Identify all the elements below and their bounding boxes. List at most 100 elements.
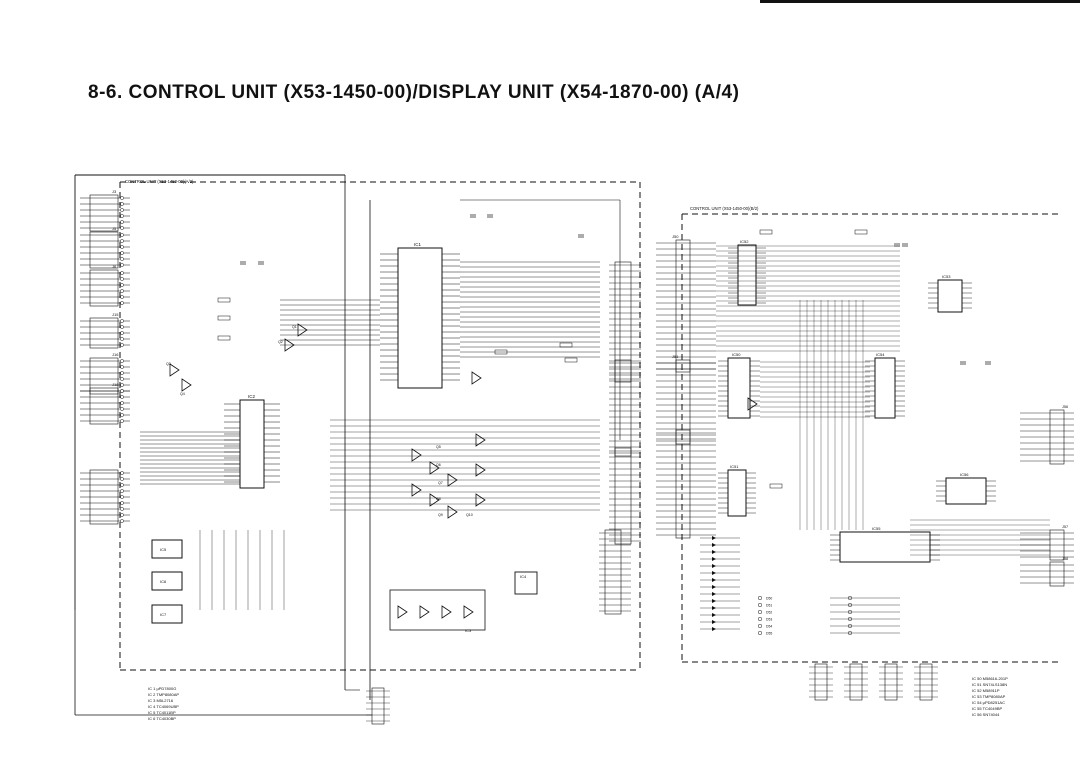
connector-label: J57 bbox=[1062, 525, 1068, 529]
connector-label: J18 bbox=[112, 382, 119, 387]
pin-node bbox=[120, 337, 124, 341]
led-symbol bbox=[757, 602, 763, 608]
connector-block bbox=[675, 429, 691, 539]
ic-body bbox=[151, 571, 183, 591]
connector-block bbox=[675, 239, 691, 373]
pin-node bbox=[120, 214, 124, 218]
buffer-symbol bbox=[475, 493, 486, 507]
ic54-body bbox=[874, 357, 896, 419]
pin-node bbox=[120, 413, 124, 417]
ic55-body bbox=[839, 531, 931, 563]
pin-node bbox=[120, 263, 124, 267]
pin-node bbox=[120, 407, 124, 411]
led-symbol bbox=[757, 616, 763, 622]
pin-node bbox=[120, 239, 124, 243]
resistor-symbol bbox=[759, 229, 773, 235]
connector-block bbox=[89, 231, 119, 269]
pin-node bbox=[120, 233, 124, 237]
resistor-symbol bbox=[559, 342, 573, 348]
pin-node bbox=[120, 295, 124, 299]
connector-block bbox=[614, 447, 632, 545]
page-title: 8-6. CONTROL UNIT (X53-1450-00)/DISPLAY … bbox=[88, 82, 740, 103]
connector-block bbox=[89, 269, 119, 307]
diode-label: D51 bbox=[766, 604, 772, 608]
resistor-symbol bbox=[769, 483, 783, 489]
buffer-symbol bbox=[419, 605, 430, 619]
ic1-label: IC1 bbox=[414, 242, 422, 247]
led-symbol bbox=[757, 623, 763, 629]
connector-block bbox=[371, 687, 385, 725]
transistor-label: Q7 bbox=[438, 481, 443, 485]
pin-node bbox=[120, 245, 124, 249]
diode-label: D50 bbox=[766, 597, 772, 601]
buffer-symbol bbox=[475, 433, 486, 447]
resistor-symbol bbox=[217, 315, 231, 321]
connector-label: J51 bbox=[672, 354, 679, 359]
connector-block bbox=[614, 261, 632, 383]
pin-node bbox=[120, 202, 124, 206]
pin-node bbox=[120, 383, 124, 387]
parts-list-right-item: IC 54 μPD8251AC bbox=[972, 700, 1005, 705]
connector-block bbox=[814, 663, 828, 701]
buffer-symbol bbox=[441, 605, 452, 619]
connector-block bbox=[89, 387, 119, 425]
connector-label: J3 bbox=[112, 189, 117, 194]
ic-label: IC56 bbox=[960, 472, 969, 477]
pin-node bbox=[120, 257, 124, 261]
transistor-label: Q10 bbox=[466, 513, 473, 517]
buffer-symbol bbox=[447, 505, 458, 519]
pin-node bbox=[120, 319, 124, 323]
ic51-body bbox=[727, 469, 747, 517]
connector-block bbox=[849, 663, 863, 701]
parts-list-right-item: IC 50 M58616-201P bbox=[972, 676, 1008, 681]
buffer-symbol bbox=[397, 605, 408, 619]
pin-node bbox=[120, 277, 124, 281]
pin-node bbox=[120, 489, 124, 493]
pin-node bbox=[120, 419, 124, 423]
resistor-symbol bbox=[494, 349, 508, 355]
pin-node bbox=[120, 519, 124, 523]
led-symbol bbox=[757, 630, 763, 636]
connector-block bbox=[884, 663, 898, 701]
pin-node bbox=[120, 251, 124, 255]
pin-node bbox=[120, 289, 124, 293]
pin-node bbox=[120, 325, 124, 329]
top-rule bbox=[760, 0, 1080, 3]
pin-node bbox=[120, 513, 124, 517]
parts-list-right-item: IC 55 TC4049BP bbox=[972, 706, 1002, 711]
parts-list-left-item: IC 2 TMP8080AP bbox=[148, 692, 179, 697]
pin-node bbox=[120, 377, 124, 381]
pin-node bbox=[120, 507, 124, 511]
resistor-symbol bbox=[217, 335, 231, 341]
connector-label: J16 bbox=[112, 352, 119, 357]
pin-node bbox=[120, 395, 124, 399]
pin-node bbox=[120, 371, 124, 375]
buffer-symbol bbox=[475, 463, 486, 477]
transistor-label: Q3 bbox=[166, 362, 171, 366]
ic-label: IC50 bbox=[732, 352, 741, 357]
connector-label: J56 bbox=[1062, 405, 1068, 409]
connector-block bbox=[89, 357, 119, 395]
transistor-label: Q1 bbox=[292, 325, 297, 329]
pin-node bbox=[120, 331, 124, 335]
ic50-body bbox=[727, 357, 751, 419]
left-panel-title: CONTROL UNIT (X53-1450-00)(A/2) bbox=[125, 179, 194, 184]
buffer-symbol bbox=[429, 493, 440, 507]
buffer-symbol bbox=[411, 483, 422, 497]
connector-label: J50 bbox=[672, 234, 679, 239]
ic-label: IC53 bbox=[942, 274, 951, 279]
pin-node bbox=[120, 483, 124, 487]
parts-list-left-item: IC 3 M5L2716 bbox=[148, 698, 174, 703]
buffer-symbol bbox=[169, 363, 180, 377]
pin-node bbox=[120, 208, 124, 212]
pin-node bbox=[120, 495, 124, 499]
ic-label: IC5 bbox=[160, 547, 167, 552]
parts-list-right-item: IC 56 SN74044 bbox=[972, 712, 1000, 717]
pin-node bbox=[120, 477, 124, 481]
ic-label: IC7 bbox=[160, 612, 167, 617]
connector-block bbox=[675, 359, 691, 445]
led-symbol bbox=[757, 609, 763, 615]
ic56-body bbox=[945, 477, 987, 505]
led-symbol bbox=[757, 595, 763, 601]
pin-node bbox=[120, 401, 124, 405]
